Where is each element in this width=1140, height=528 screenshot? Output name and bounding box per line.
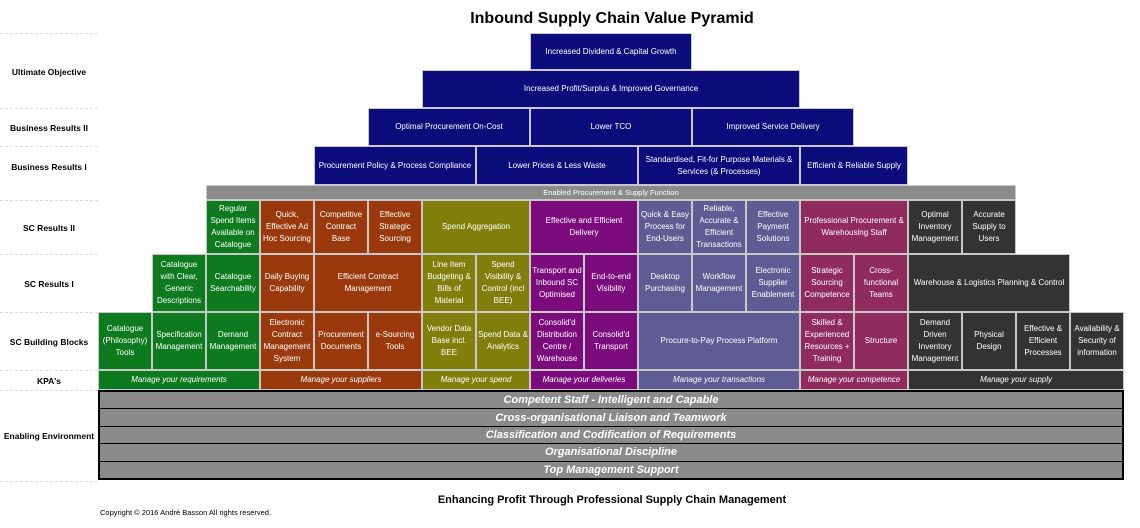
row-label-ultimate: Ultimate Objective (0, 33, 98, 109)
cell-sc2: Spend Aggregation (422, 200, 530, 254)
cell-block: Physical Design (962, 312, 1016, 370)
kpa-cell: Manage your deliveries (530, 370, 638, 390)
row-label-sc2: SC Results II (0, 200, 98, 255)
kpa-cell: Manage your requirements (98, 370, 260, 390)
cell-sc1: Line Item Budgeting & Bills of Material (422, 254, 476, 312)
kpa-cell: Manage your competence (800, 370, 908, 390)
cell-sc2: Quick & Easy Process for End-Users (638, 200, 692, 254)
row-label-kpa: KPA's (0, 370, 98, 391)
cell-br2: Improved Service Delivery (692, 108, 854, 146)
cell-sc1: Desktop Purchasing (638, 254, 692, 312)
cell-block: Demand Driven Inventory Management (908, 312, 962, 370)
cell-block: Consolid'd Distribution Centre / Warehou… (530, 312, 584, 370)
cell-br1: Efficient & Reliable Supply (800, 146, 908, 185)
page-title: Inbound Supply Chain Value Pyramid (470, 10, 754, 27)
cell-block: e-Sourcing Tools (368, 312, 422, 370)
cell-sc1: Daily Buying Capability (260, 254, 314, 312)
cell-block: Demand Management (206, 312, 260, 370)
cell-sc1: Workflow Management (692, 254, 746, 312)
kpa-cell: Manage your spend (422, 370, 530, 390)
cell-sc1: Transport and Inbound SC Optimised (530, 254, 584, 312)
cell-sc1: Spend Visibility & Control (incl BEE) (476, 254, 530, 312)
cell-sc1: Electronic Supplier Enablement (746, 254, 800, 312)
cell-br1: Lower Prices & Less Waste (476, 146, 638, 185)
cell-sc2: Accurate Supply to Users (962, 200, 1016, 254)
cell-br2: Optimal Procurement On-Cost (368, 108, 530, 146)
cell-block: Vendor Data Base incl. BEE (422, 312, 476, 370)
cell-block: Catalogue (Philosophy) Tools (98, 312, 152, 370)
cell-sc2: Effective and Efficient Delivery (530, 200, 638, 254)
cell-block: Procure-to-Pay Process Platform (638, 312, 800, 370)
cell-sc2: Effective Payment Solutions (746, 200, 800, 254)
cell-sc1: Warehouse & Logistics Planning & Control (908, 254, 1070, 312)
cell-br2: Lower TCO (530, 108, 692, 146)
row-label-br2: Business Results II (0, 108, 98, 147)
cell-block: Consolid'd Transport (584, 312, 638, 370)
cell-block: Effective & Efficient Processes (1016, 312, 1070, 370)
enabling-bar: Classification and Codification of Requi… (100, 426, 1122, 444)
footer-tagline: Enhancing Profit Through Professional Su… (437, 494, 787, 506)
cell-sc2: Quick, Effective Ad Hoc Sourcing (260, 200, 314, 254)
enabling-bar: Cross-organisational Liaison and Teamwor… (100, 409, 1122, 426)
cell-sc2: Competitive Contract Base (314, 200, 368, 254)
enabling-environment: Competent Staff - Intelligent and Capabl… (98, 390, 1124, 480)
cell-sc1: Catalogue with Clear, Generic Descriptio… (152, 254, 206, 312)
cell-block: Skilled & Experienced Resources + Traini… (800, 312, 854, 370)
cell-sc1: Strategic Sourcing Competence (800, 254, 854, 312)
cell-block: Procurement Documents (314, 312, 368, 370)
cell-sc1: Cross-functional Teams (854, 254, 908, 312)
row-label-br1: Business Results I (0, 146, 98, 186)
row-label-enabling: Enabling Environment (0, 390, 98, 482)
enabling-bar: Top Management Support (100, 461, 1122, 479)
cell-block: Spend Data & Analytics (476, 312, 530, 370)
row-label-blocks: SC Building Blocks (0, 312, 98, 371)
cell-block: Specification Management (152, 312, 206, 370)
cell-ultimate: Increased Profit/Surplus & Improved Gove… (422, 70, 800, 108)
cell-br1: Standardised, Fit-for Purpose Materials … (638, 146, 800, 185)
cell-br1: Procurement Policy & Process Compliance (314, 146, 476, 185)
cell-sc2: Optimal Inventory Management (908, 200, 962, 254)
cell-block: Structure (854, 312, 908, 370)
enabling-bar: Organisational Discipline (100, 444, 1122, 461)
kpa-cell: Manage your transactions (638, 370, 800, 390)
cell-block: Availability & Security of information (1070, 312, 1124, 370)
kpa-cell: Manage your supply (908, 370, 1124, 390)
row-label-sc1: SC Results I (0, 254, 98, 313)
cell-block: Electronic Contract Management System (260, 312, 314, 370)
cell-sc1: End-to-end Visibility (584, 254, 638, 312)
kpa-cell: Manage your suppliers (260, 370, 422, 390)
cell-sc2: Reliable, Accurate & Efficient Transacti… (692, 200, 746, 254)
cell-sc2: Professional Procurement & Warehousing S… (800, 200, 908, 254)
enabled-function-bar: Enabled Procurement & Supply Function (206, 185, 1016, 200)
cell-sc1: Catalogue Searchability (206, 254, 260, 312)
cell-sc1: Efficient Contract Management (314, 254, 422, 312)
cell-sc2: Effective Strategic Sourcing (368, 200, 422, 254)
copyright: Copyright © 2016 André Basson All rights… (100, 508, 272, 517)
pyramid: Increased Dividend & Capital Growth Incr… (98, 33, 1124, 390)
cell-ultimate: Increased Dividend & Capital Growth (530, 33, 692, 70)
enabling-bar: Competent Staff - Intelligent and Capabl… (100, 392, 1122, 409)
cell-sc2: Regular Spend Items Available on Catalog… (206, 200, 260, 254)
